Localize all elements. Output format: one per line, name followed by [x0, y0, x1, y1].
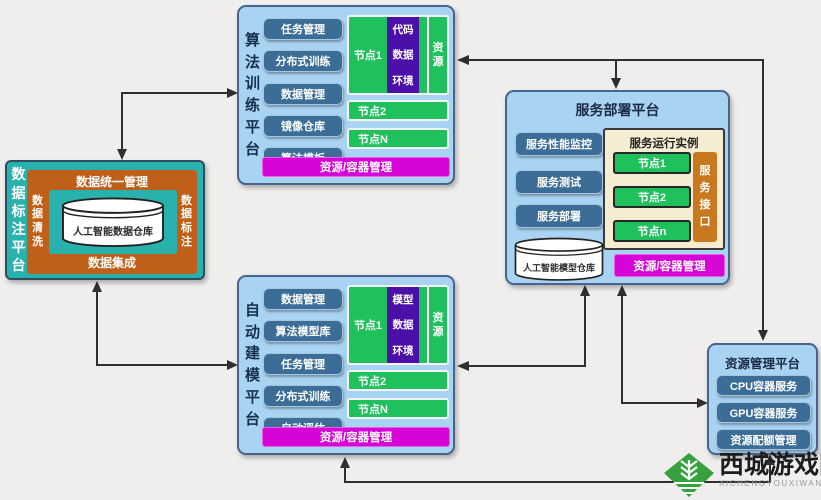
platform-title: 自动建模平台 [244, 301, 260, 428]
service-interface-strip: 服务接口 [693, 152, 717, 242]
warehouse-area: 人工智能数据仓库 [49, 190, 177, 254]
spacer [419, 17, 427, 93]
resource-container-management-bar: 资源/容器管理 [262, 427, 450, 447]
platform-title: 数据标注平台 [11, 166, 26, 274]
node1-stack: 模型 数据 环境 [387, 287, 419, 363]
platform-algorithm-training: 算法训练平台 任务管理 分布式训练 数据管理 镜像仓库 算法模板 节点1 代码 … [237, 5, 455, 185]
module-cpu-container-service: CPU容器服务 [716, 375, 811, 396]
annotation-workflow-box: 数据统一管理 数据集成 数据清洗 数据标注 人工智能数据仓库 [27, 170, 197, 274]
watermark: 西城游戏网 XICHENGYOUXIWANG [663, 452, 821, 498]
stack-data: 数据 [392, 49, 414, 62]
node1-resource-strip: 资源 [427, 17, 447, 93]
node1-stack: 代码 数据 环境 [387, 17, 419, 93]
platform-title: 服务部署平台 [575, 102, 660, 118]
module-service-deployment: 服务部署 [515, 204, 603, 228]
node2-bar: 节点2 [347, 100, 449, 121]
platform-title: 算法训练平台 [244, 31, 260, 158]
module-algorithm-model-library: 算法模型库 [263, 320, 343, 342]
label-data-annotation: 数据标注 [181, 194, 192, 248]
stack-env: 环境 [392, 74, 414, 87]
module-distributed-training: 分布式训练 [263, 385, 343, 407]
module-data-management: 数据管理 [263, 288, 343, 310]
stack-data: 数据 [392, 319, 414, 332]
instance-node2: 节点2 [613, 186, 691, 208]
watermark-subtitle: XICHENGYOUXIWANG [719, 479, 821, 489]
nodeN-bar: 节点N [347, 398, 449, 419]
stack-model: 模型 [392, 294, 414, 307]
module-resource-quota-management: 资源配额管理 [716, 429, 811, 450]
label-data-cleaning: 数据清洗 [32, 194, 43, 248]
spacer [419, 287, 427, 363]
platform-title: 资源管理平台 [724, 357, 800, 371]
instance-nodeN: 节点n [613, 220, 691, 242]
resource-container-management-bar: 资源/容器管理 [614, 254, 725, 277]
platform-resource-management: 资源管理平台 CPU容器服务 GPU容器服务 资源配额管理 [707, 343, 818, 455]
node2-bar: 节点2 [347, 370, 449, 391]
database-cylinder-icon: 人工智能模型仓库 [513, 237, 605, 281]
stack-env: 环境 [392, 344, 414, 357]
resource-container-management-bar: 资源/容器管理 [262, 157, 450, 177]
node1-resource-strip: 资源 [427, 287, 447, 363]
watermark-title: 西城游戏网 [719, 451, 821, 479]
label-data-integration: 数据集成 [87, 256, 136, 270]
platform-service-deployment: 服务部署平台 服务性能监控 服务测试 服务部署 服务运行实例 节点1 节点2 节… [505, 90, 730, 285]
instance-node1: 节点1 [613, 152, 691, 174]
module-service-testing: 服务测试 [515, 170, 603, 194]
node1-box: 节点1 代码 数据 环境 资源 [347, 15, 449, 95]
node1-box: 节点1 模型 数据 环境 资源 [347, 285, 449, 365]
module-service-performance-monitoring: 服务性能监控 [515, 132, 603, 156]
platform-data-annotation: 数据标注平台 数据统一管理 数据集成 数据清洗 数据标注 人工智能数据仓库 [5, 160, 205, 280]
site-logo-icon [664, 453, 714, 497]
module-distributed-training: 分布式训练 [263, 50, 343, 72]
warehouse-label: 人工智能数据仓库 [73, 227, 153, 238]
nodeN-bar: 节点N [347, 128, 449, 149]
module-task-management: 任务管理 [263, 353, 343, 375]
platform-auto-modeling: 自动建模平台 数据管理 算法模型库 任务管理 分布式训练 自动评估 节点1 模型… [237, 275, 455, 455]
model-warehouse-label: 人工智能模型仓库 [522, 263, 595, 273]
module-data-management: 数据管理 [263, 83, 343, 105]
stack-code: 代码 [392, 24, 414, 37]
module-gpu-container-service: GPU容器服务 [716, 402, 811, 423]
database-cylinder-icon: 人工智能数据仓库 [60, 197, 166, 247]
module-task-management: 任务管理 [263, 18, 343, 40]
module-image-repository: 镜像仓库 [263, 115, 343, 137]
node1-label: 节点1 [353, 320, 383, 332]
label-unified-data-management: 数据统一管理 [75, 175, 148, 189]
instances-title: 服务运行实例 [629, 138, 699, 150]
service-instances-box: 服务运行实例 节点1 节点2 节点n 服务接口 [603, 128, 725, 250]
node1-label: 节点1 [353, 50, 383, 62]
